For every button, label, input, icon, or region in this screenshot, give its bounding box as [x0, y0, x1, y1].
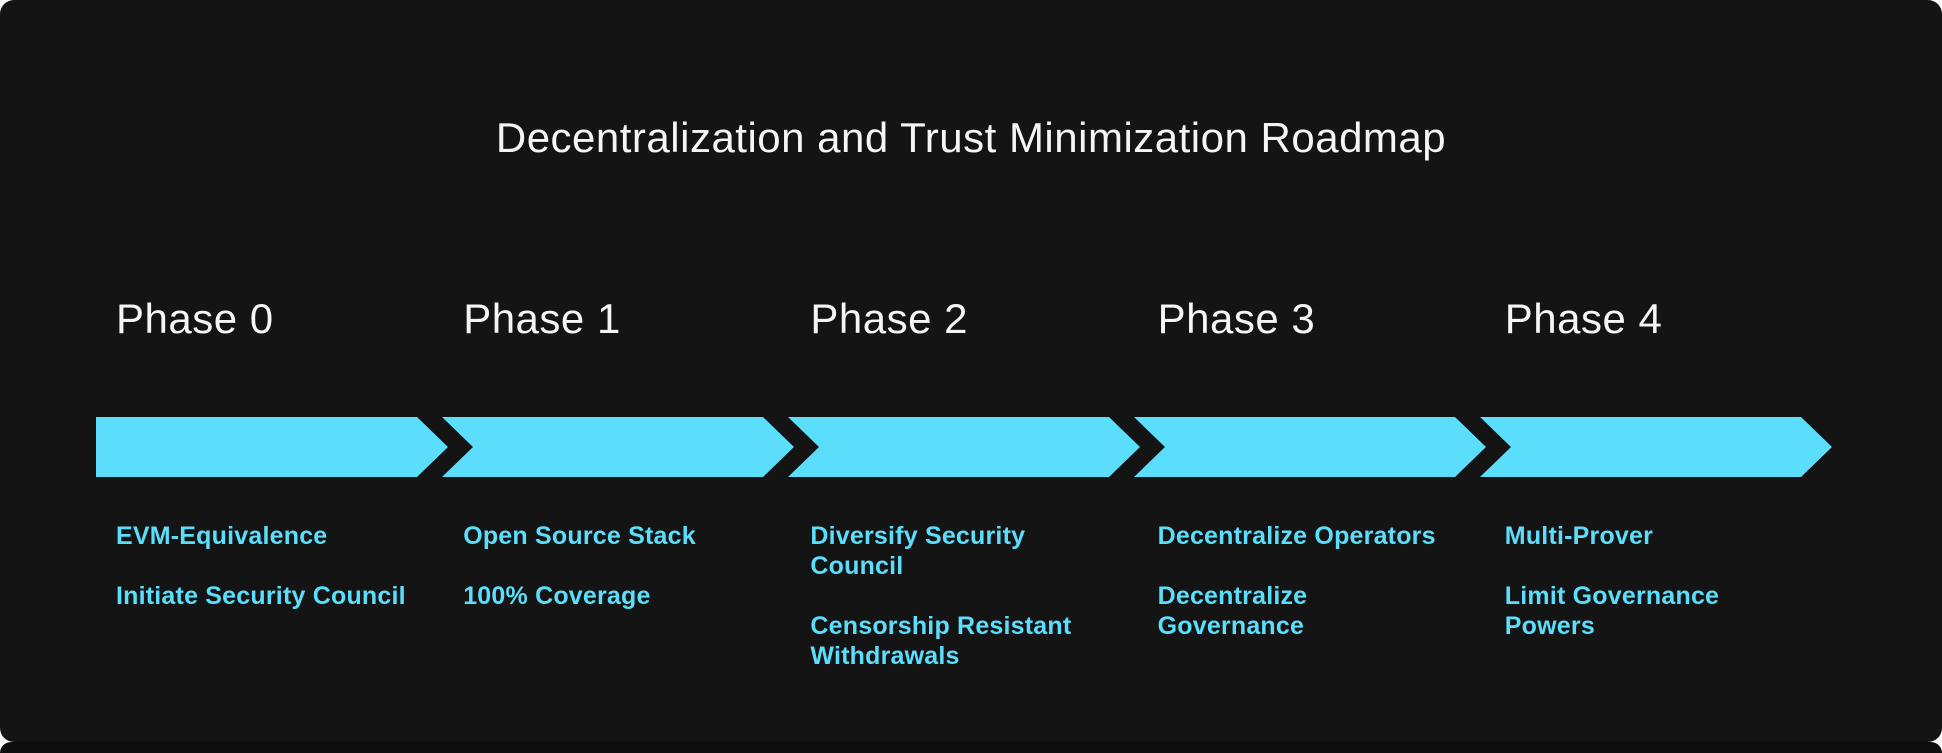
milestone-item: Open Source Stack: [463, 522, 696, 550]
timeline-arrow-band: [96, 417, 1832, 477]
phase-4-arrow-icon: [1480, 417, 1832, 477]
phase-items-row: EVM-Equivalence Initiate Security Counci…: [96, 521, 1832, 701]
phase-labels-row: Phase 0 Phase 1 Phase 2 Phase 3 Phase 4: [96, 298, 1832, 340]
milestone-item: EVM-Equivalence: [116, 522, 328, 550]
milestone-item: Diversify Security Council: [810, 522, 1026, 580]
phase-3-items: Decentralize Operators Decentralize Gove…: [1138, 521, 1485, 701]
milestone-item: Multi-Prover: [1504, 522, 1654, 550]
phase-1-label: Phase 1: [463, 295, 621, 342]
milestone-item: Decentralize Governance: [1157, 582, 1308, 640]
phase-1-items: Open Source Stack 100% Coverage: [443, 521, 790, 701]
page-title: Decentralization and Trust Minimization …: [495, 114, 1447, 161]
phase-1-arrow-icon: [442, 417, 794, 477]
phase-2-label: Phase 2: [810, 295, 969, 342]
milestone-item: Decentralize Operators: [1157, 522, 1436, 550]
milestone-item: Limit Governance Powers: [1504, 582, 1720, 640]
milestone-item: Censorship Resistant Withdrawals: [810, 612, 1072, 670]
phase-2-arrow-icon: [788, 417, 1140, 477]
phase-3-label: Phase 3: [1157, 295, 1316, 342]
phase-0-label: Phase 0: [116, 295, 274, 342]
phase-4-items: Multi-Prover Limit Governance Powers: [1485, 521, 1832, 701]
phase-0-arrow-icon: [96, 417, 448, 477]
milestone-item: Initiate Security Council: [116, 582, 406, 610]
phase-2-items: Diversify Security Council Censorship Re…: [790, 521, 1137, 701]
next-section-top-edge: [0, 742, 1942, 753]
phase-0-items: EVM-Equivalence Initiate Security Counci…: [96, 521, 443, 701]
phase-4-label: Phase 4: [1504, 295, 1663, 342]
phase-3-arrow-icon: [1134, 417, 1486, 477]
milestone-item: 100% Coverage: [463, 582, 651, 610]
